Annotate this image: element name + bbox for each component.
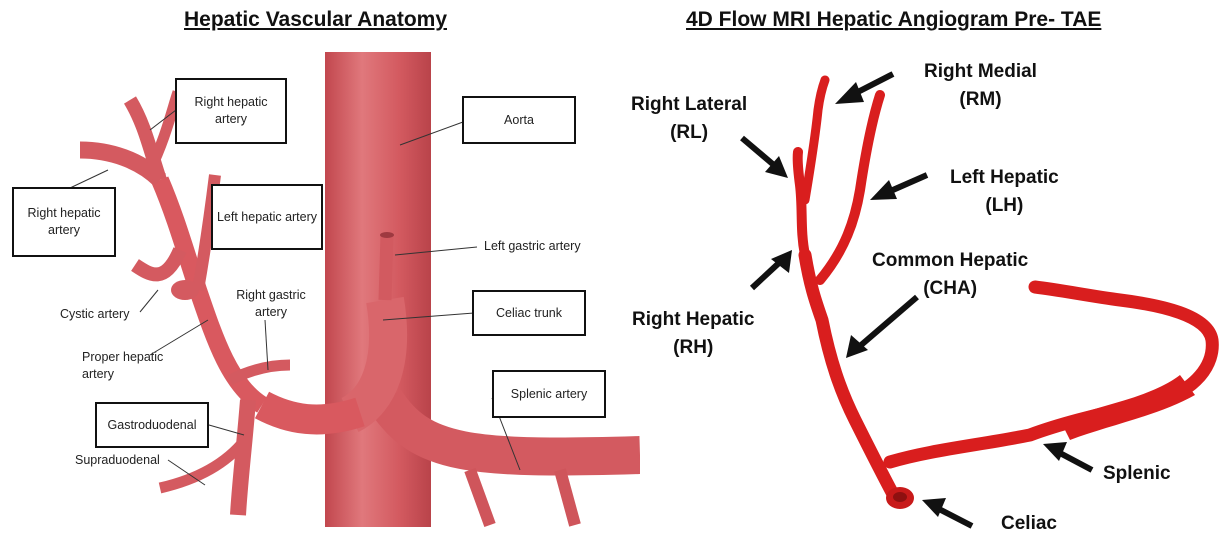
label-right-lateral: Right Lateral(RL) bbox=[631, 91, 747, 147]
arrow-rh bbox=[752, 250, 792, 288]
label-right-medial: Right Medial(RM) bbox=[924, 58, 1037, 114]
arrow-cha bbox=[846, 297, 917, 358]
angiogram-left-hepatic bbox=[820, 95, 880, 280]
label-celiac: Celiac bbox=[1001, 510, 1057, 538]
angiogram-right-medial bbox=[805, 80, 825, 200]
arrow-rl bbox=[742, 138, 788, 178]
angiogram-splenic bbox=[890, 287, 1212, 462]
arrow-lh bbox=[870, 175, 927, 200]
label-common-hepatic: Common Hepatic(CHA) bbox=[872, 247, 1028, 303]
label-left-hepatic-mri: Left Hepatic(LH) bbox=[950, 164, 1059, 220]
arrow-celiac bbox=[922, 498, 972, 526]
label-right-hepatic-mri: Right Hepatic(RH) bbox=[632, 306, 754, 362]
arrow-rm bbox=[835, 74, 893, 104]
label-splenic: Splenic bbox=[1103, 460, 1171, 488]
arrow-splenic bbox=[1043, 442, 1092, 470]
